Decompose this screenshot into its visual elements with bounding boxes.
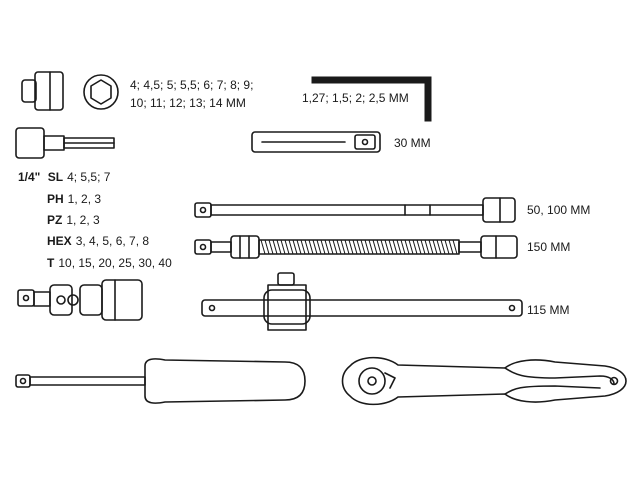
bit-type-pz: PZ (47, 213, 63, 227)
bit-sizes-ph: 1, 2, 3 (67, 192, 102, 206)
bit-sizes-hex: 3, 4, 5, 6, 7, 8 (75, 234, 150, 248)
bit-type-ph: PH (47, 192, 64, 206)
flex-extension-length-label: 150 MM (527, 240, 571, 254)
bit-type-hex: HEX (47, 234, 72, 248)
bit-holder-icon (251, 131, 381, 153)
bit-sizes-pz: 1, 2, 3 (66, 213, 100, 227)
socket-sizes-line2: 10; 11; 12; 13; 14 MM (130, 96, 246, 110)
socket-side-icon (21, 71, 64, 111)
bit-sizes-sl: 4; 5,5; 7 (67, 170, 111, 184)
bit-type-sl: SL (47, 170, 64, 184)
bit-type-t: T (47, 256, 55, 270)
ratchet-icon (341, 356, 627, 406)
hex-key-icon (311, 76, 432, 122)
socket-top-icon (83, 74, 119, 110)
extension-bar-icon (194, 197, 516, 223)
hex-key-sizes-label: 1,27; 1,5; 2; 2,5 MM (302, 91, 409, 105)
extension-lengths-label: 50, 100 MM (527, 203, 591, 217)
bit-sizes-t: 10, 15, 20, 25, 30, 40 (58, 256, 172, 270)
universal-joint-icon (17, 279, 143, 321)
screwdriver-handle-icon (15, 358, 306, 404)
t-bar-length-label: 115 MM (527, 303, 570, 317)
bit-adapter-icon (15, 127, 115, 159)
bit-holder-length-label: 30 MM (394, 136, 431, 150)
flexible-extension-icon (194, 235, 518, 259)
bits-drive-size: 1/4" (18, 170, 41, 184)
socket-sizes-line1: 4; 4,5; 5; 5,5; 6; 7; 8; 9; (130, 78, 254, 92)
t-bar-handle-icon (201, 272, 523, 331)
